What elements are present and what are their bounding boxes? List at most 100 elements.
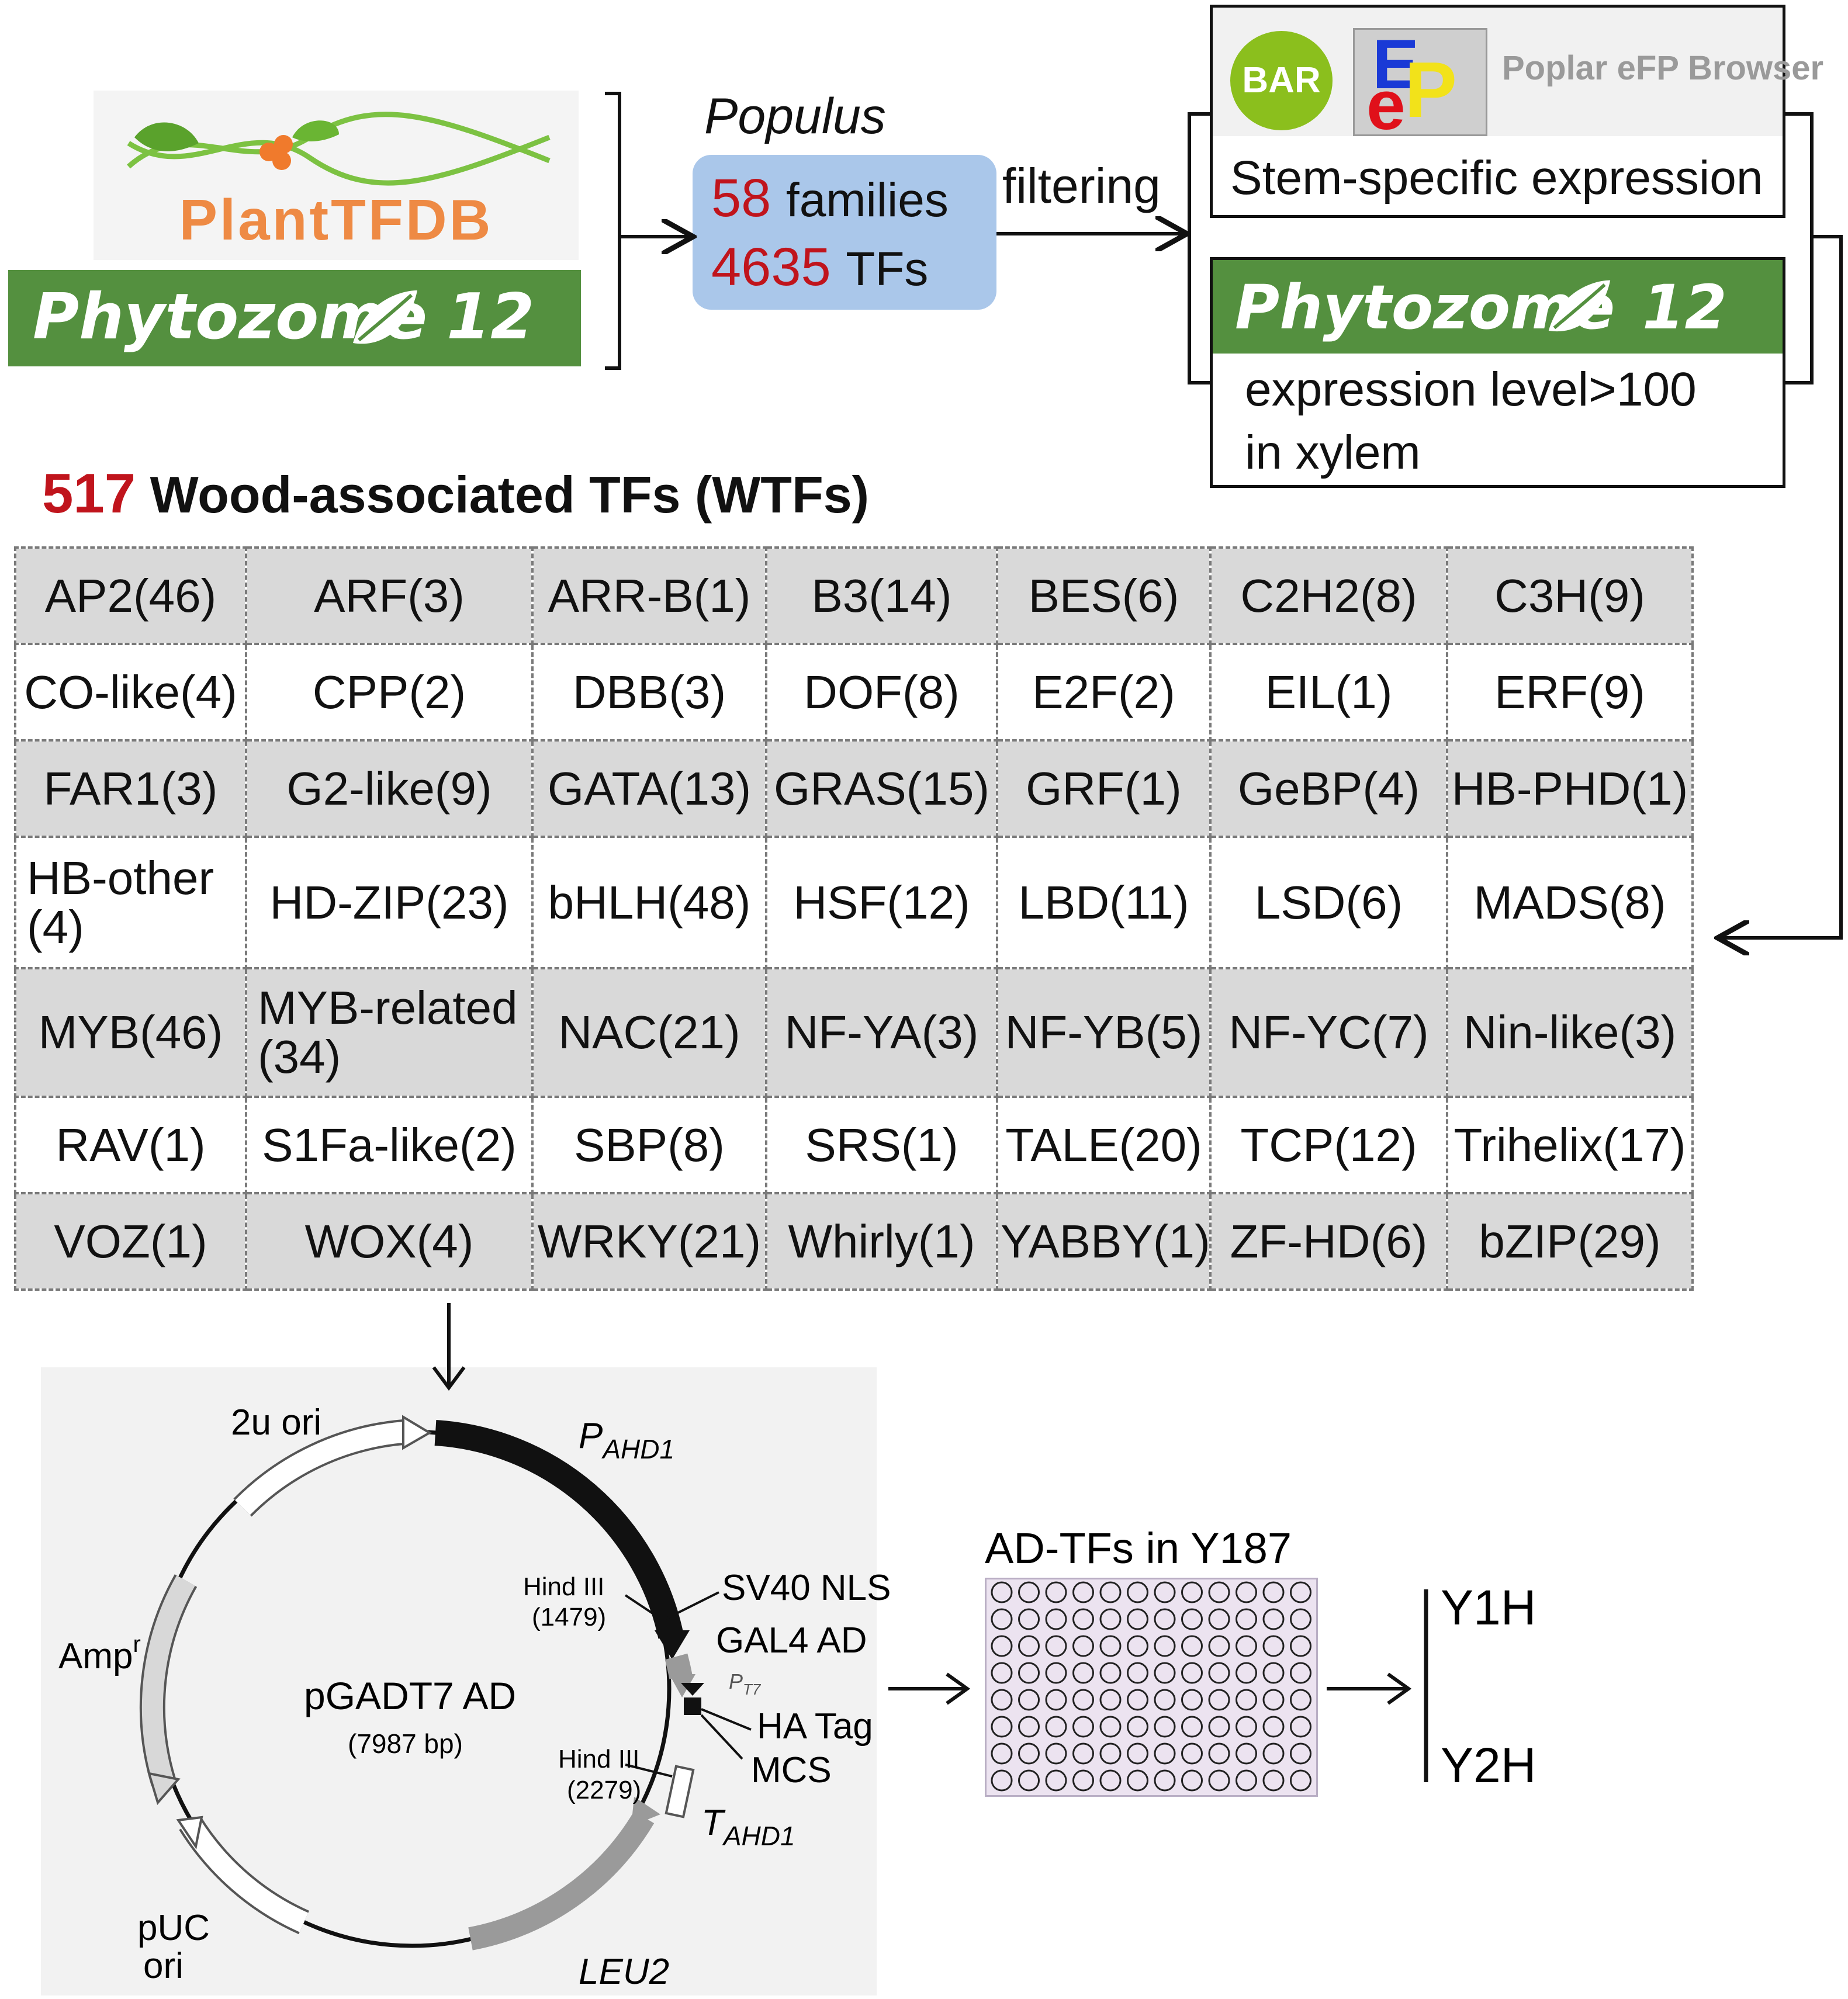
well: [1099, 1581, 1122, 1603]
wtf-family-cell: FAR1(3): [14, 739, 247, 838]
well: [1290, 1689, 1311, 1711]
well: [1072, 1769, 1094, 1792]
wtf-family-cell: TALE(20): [996, 1096, 1212, 1194]
phytozome-version-right: 12: [1642, 272, 1727, 343]
xylem-caption: in xylem: [1245, 426, 1421, 479]
efp-filter-box: BAR E e P Poplar eFP Browser Stem-specif…: [1210, 5, 1823, 218]
families-label: families: [785, 174, 949, 227]
well: [1154, 1769, 1176, 1792]
phytozome-filter-box: Phytozome 12 expression level>100 in xyl…: [1210, 257, 1785, 488]
wtf-family-cell: CO-like(4): [14, 643, 247, 742]
expression-level-caption: expression level>100: [1245, 363, 1697, 416]
well: [1127, 1769, 1148, 1792]
assay-y1h: Y1H: [1441, 1580, 1536, 1635]
well-plate: [985, 1578, 1318, 1797]
well: [1045, 1716, 1067, 1738]
well: [1236, 1635, 1257, 1657]
well: [1208, 1769, 1230, 1792]
well: [1018, 1662, 1040, 1684]
well: [1262, 1769, 1285, 1792]
wtf-family-cell: GRAS(15): [765, 739, 998, 838]
well: [1290, 1716, 1311, 1738]
wtf-family-cell: Whirly(1): [765, 1192, 998, 1291]
well: [1099, 1769, 1122, 1792]
leaf-icon: [353, 290, 417, 344]
well: [1072, 1662, 1094, 1684]
well: [1154, 1742, 1176, 1765]
wtf-row: FAR1(3)G2-like(9)GATA(13)GRAS(15)GRF(1)G…: [14, 739, 1694, 838]
plasmid-name: pGADT7 AD: [304, 1674, 516, 1717]
wtf-family-cell: BES(6): [996, 546, 1212, 645]
bar-logo: BAR: [1230, 31, 1333, 130]
t-ahd1-segment: [665, 1765, 695, 1818]
well: [1127, 1608, 1148, 1630]
wtf-family-cell: C3H(9): [1446, 546, 1694, 645]
well: [1045, 1581, 1067, 1603]
wtf-family-cell: VOZ(1): [14, 1192, 247, 1291]
well: [1290, 1608, 1311, 1630]
planttfdb-logo-text: PlantTFDB: [179, 188, 493, 252]
well: [1045, 1635, 1067, 1657]
well-grid: [991, 1581, 1311, 1792]
wtf-family-cell: DOF(8): [765, 643, 998, 742]
families-count: 58: [711, 168, 771, 228]
hind-iii-2-pos: (2279): [567, 1776, 641, 1804]
well: [991, 1689, 1013, 1711]
well: [1045, 1769, 1067, 1792]
well: [1154, 1608, 1176, 1630]
pt7-label: PT7: [729, 1669, 762, 1698]
wtf-family-cell: HB-other (4): [14, 836, 247, 969]
well: [991, 1581, 1013, 1603]
wtf-family-cell: HB-PHD(1): [1446, 739, 1694, 838]
leaf-icon: [1548, 280, 1611, 332]
well: [1262, 1581, 1285, 1603]
well: [1072, 1689, 1094, 1711]
plasmid-panel: [41, 1367, 877, 1995]
well: [1045, 1608, 1067, 1630]
wtf-family-cell: GRF(1): [996, 739, 1212, 838]
well: [1236, 1716, 1257, 1738]
wtf-row: VOZ(1)WOX(4)WRKY(21)Whirly(1)YABBY(1)ZF-…: [14, 1192, 1694, 1291]
gal4-segment: [665, 1653, 693, 1679]
efp-title: Poplar eFP Browser: [1502, 49, 1824, 87]
well: [991, 1662, 1013, 1684]
populus-label: Populus: [704, 88, 886, 144]
wtf-family-cell: MADS(8): [1446, 836, 1694, 969]
wtf-family-cell: LBD(11): [996, 836, 1212, 969]
well: [1236, 1769, 1257, 1792]
well: [1018, 1689, 1040, 1711]
well: [1018, 1742, 1040, 1765]
hind-iii-2-name: Hind III: [558, 1745, 639, 1773]
wtf-row: CO-like(4)CPP(2)DBB(3)DOF(8)E2F(2)EIL(1)…: [14, 643, 1694, 742]
hind-iii-1-name: Hind III: [523, 1572, 604, 1601]
well: [1045, 1742, 1067, 1765]
p-ahd1-label: PAHD1: [579, 1416, 674, 1464]
well: [1072, 1581, 1094, 1603]
well: [1208, 1635, 1230, 1657]
wtf-family-cell: HD-ZIP(23): [245, 836, 534, 969]
t-ahd1-label: TAHD1: [701, 1803, 795, 1851]
wtf-family-cell: HSF(12): [765, 836, 998, 969]
well: [1290, 1742, 1311, 1765]
wtf-row: RAV(1)S1Fa-like(2)SBP(8)SRS(1)TALE(20)TC…: [14, 1096, 1694, 1194]
stem-specific-caption: Stem-specific expression: [1230, 151, 1763, 205]
wtf-family-cell: NF-YA(3): [765, 967, 998, 1098]
well: [1262, 1742, 1285, 1765]
well: [1099, 1716, 1122, 1738]
filtering-label: filtering: [1002, 158, 1161, 213]
well: [1018, 1769, 1040, 1792]
well: [1072, 1742, 1094, 1765]
well: [1154, 1662, 1176, 1684]
planttfdb-logo: PlantTFDB: [94, 91, 579, 260]
wtf-family-cell: ZF-HD(6): [1209, 1192, 1448, 1291]
well: [1290, 1662, 1311, 1684]
assay-y2h: Y2H: [1441, 1738, 1536, 1793]
well: [1072, 1635, 1094, 1657]
wtf-family-cell: WRKY(21): [531, 1192, 767, 1291]
well: [1127, 1689, 1148, 1711]
well: [1127, 1716, 1148, 1738]
wtf-family-cell: RAV(1): [14, 1096, 247, 1194]
wtf-family-cell: NF-YC(7): [1209, 967, 1448, 1098]
hind-iii-1-pos: (1479): [532, 1603, 606, 1631]
well: [1181, 1742, 1203, 1765]
